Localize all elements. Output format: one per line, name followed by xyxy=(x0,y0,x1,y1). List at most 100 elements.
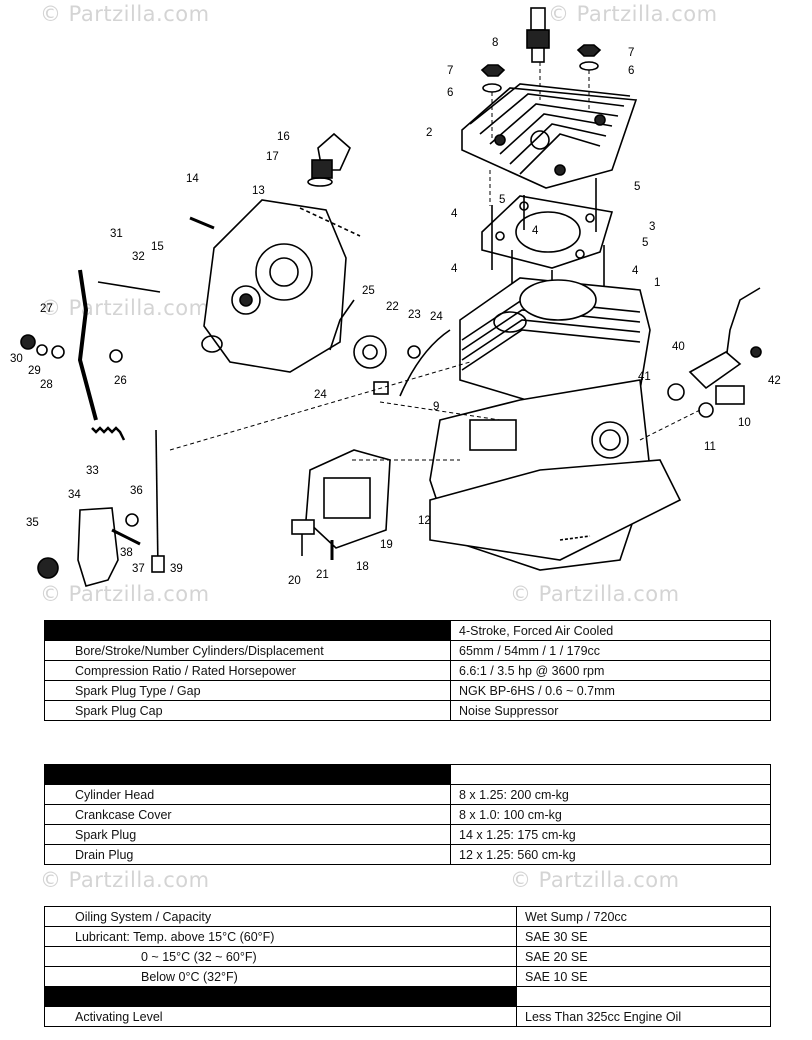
callout: 11 xyxy=(704,441,716,453)
callout: 19 xyxy=(380,539,393,551)
callout: 21 xyxy=(316,569,329,581)
table-row: Spark Plug Cap Noise Suppressor xyxy=(44,700,771,721)
cylinder-head-part xyxy=(461,83,638,189)
table-row: Spark Plug Type / Gap NGK BP-6HS / 0.6 ~… xyxy=(44,680,771,701)
crankcase-cover-part xyxy=(201,199,361,373)
watermark: © Partzilla.com xyxy=(40,868,210,892)
callout: 1 xyxy=(654,277,660,289)
callout: 31 xyxy=(110,228,123,240)
table-cell: Drain Plug xyxy=(44,844,451,865)
table-header xyxy=(44,986,517,1007)
table-row: Drain Plug 12 x 1.25: 560 cm-kg xyxy=(44,844,771,865)
callout: 13 xyxy=(252,185,265,197)
callout: 16 xyxy=(277,131,290,143)
cylinder-block-part xyxy=(429,277,682,571)
table-cell: 6.6:1 / 3.5 hp @ 3600 rpm xyxy=(450,660,771,681)
table-cell: 8 x 1.0: 100 cm-kg xyxy=(450,804,771,825)
callout: 24 xyxy=(314,389,327,401)
table-cell: Wet Sump / 720cc xyxy=(516,906,771,927)
table-row: Lubricant: Temp. above 15°C (60°F) SAE 3… xyxy=(44,926,771,947)
watermark: © Partzilla.com xyxy=(548,2,718,26)
callout: 7 xyxy=(447,65,453,77)
table-cell: Compression Ratio / Rated Horsepower xyxy=(44,660,451,681)
callout: 2 xyxy=(426,127,432,139)
torque-spec-table: Cylinder Head 8 x 1.25: 200 cm-kg Crankc… xyxy=(44,764,771,865)
table-row xyxy=(44,986,771,1007)
table-row: Bore/Stroke/Number Cylinders/Displacemen… xyxy=(44,640,771,661)
table-cell: Less Than 325cc Engine Oil xyxy=(516,1006,771,1027)
table-cell: Spark Plug Cap xyxy=(44,700,451,721)
table-cell: Activating Level xyxy=(44,1006,517,1027)
table-row xyxy=(44,764,771,785)
table-cell: 8 x 1.25: 200 cm-kg xyxy=(450,784,771,805)
callout: 34 xyxy=(68,489,81,501)
callout: 40 xyxy=(672,341,685,353)
callout: 23 xyxy=(408,309,421,321)
callout: 27 xyxy=(40,303,53,315)
callout: 17 xyxy=(266,151,279,163)
callout: 26 xyxy=(114,375,127,387)
engine-exploded-diagram: 8 7 6 7 6 2 16 17 14 13 5 5 4 3 31 4 15 … xyxy=(10,7,781,587)
table-cell: SAE 10 SE xyxy=(516,966,771,987)
callout: 6 xyxy=(628,65,634,77)
table-cell: Cylinder Head xyxy=(44,784,451,805)
callout: 4 xyxy=(451,208,458,220)
callout: 41 xyxy=(638,371,651,383)
table-cell: 4-Stroke, Forced Air Cooled xyxy=(450,620,771,641)
table-cell xyxy=(450,764,771,785)
callout: 37 xyxy=(132,563,145,575)
callout: 3 xyxy=(649,221,655,233)
table-cell: 65mm / 54mm / 1 / 179cc xyxy=(450,640,771,661)
head-gasket-part xyxy=(481,195,614,269)
oil-fill-plug-part xyxy=(307,132,351,187)
callout: 38 xyxy=(120,547,133,559)
table-cell: Oiling System / Capacity xyxy=(44,906,517,927)
callout: 42 xyxy=(768,375,781,387)
callout: 36 xyxy=(130,485,143,497)
table-row: Below 0°C (32°F) SAE 10 SE xyxy=(44,966,771,987)
spark-plug-part xyxy=(526,7,550,63)
table-cell: SAE 20 SE xyxy=(516,946,771,967)
callout: 4 xyxy=(532,225,539,237)
watermark: © Partzilla.com xyxy=(510,868,680,892)
callout: 12 xyxy=(418,515,431,527)
watermark: © Partzilla.com xyxy=(40,296,210,320)
callout: 33 xyxy=(86,465,99,477)
table-cell xyxy=(516,986,771,1007)
table-header xyxy=(44,620,451,641)
watermark: © Partzilla.com xyxy=(40,582,210,606)
table-row: Compression Ratio / Rated Horsepower 6.6… xyxy=(44,660,771,681)
callout: 15 xyxy=(151,241,164,253)
callout: 28 xyxy=(40,379,53,391)
callout: 14 xyxy=(186,173,199,185)
callout: 24 xyxy=(430,311,443,323)
table-row: 0 ~ 15°C (32 ~ 60°F) SAE 20 SE xyxy=(44,946,771,967)
callout: 8 xyxy=(492,37,498,49)
table-header xyxy=(44,764,451,785)
table-row: Crankcase Cover 8 x 1.0: 100 cm-kg xyxy=(44,804,771,825)
callout: 9 xyxy=(433,401,439,413)
table-cell: NGK BP-6HS / 0.6 ~ 0.7mm xyxy=(450,680,771,701)
callout: 5 xyxy=(634,181,640,193)
callout: 4 xyxy=(632,265,639,277)
callout: 22 xyxy=(386,301,399,313)
callout: 39 xyxy=(170,563,183,575)
engine-spec-table: 4-Stroke, Forced Air Cooled Bore/Stroke/… xyxy=(44,620,771,721)
callout: 32 xyxy=(132,251,145,263)
table-cell: Spark Plug Type / Gap xyxy=(44,680,451,701)
table-cell: 12 x 1.25: 560 cm-kg xyxy=(450,844,771,865)
callout: 25 xyxy=(362,285,375,297)
table-row: Activating Level Less Than 325cc Engine … xyxy=(44,1006,771,1027)
lubrication-table: Oiling System / Capacity Wet Sump / 720c… xyxy=(44,906,771,1027)
table-row: Cylinder Head 8 x 1.25: 200 cm-kg xyxy=(44,784,771,805)
callout: 5 xyxy=(642,237,648,249)
table-cell: Bore/Stroke/Number Cylinders/Displacemen… xyxy=(44,640,451,661)
callout: 20 xyxy=(288,575,301,587)
callout: 10 xyxy=(738,417,751,429)
table-cell: Crankcase Cover xyxy=(44,804,451,825)
watermark: © Partzilla.com xyxy=(40,2,210,26)
table-cell: Spark Plug xyxy=(44,824,451,845)
table-cell: Lubricant: Temp. above 15°C (60°F) xyxy=(44,926,517,947)
watermark: © Partzilla.com xyxy=(510,582,680,606)
callout: 29 xyxy=(28,365,41,377)
